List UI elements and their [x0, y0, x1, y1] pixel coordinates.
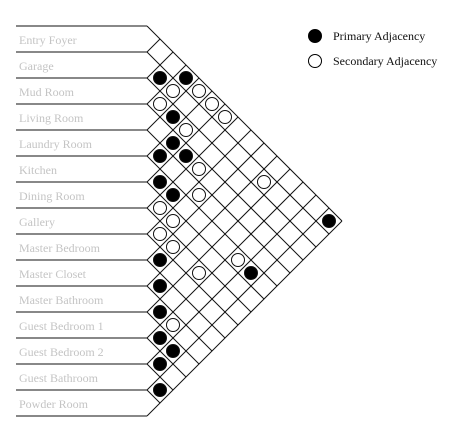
grid-line: [146, 129, 252, 235]
legend-primary-swatch: [308, 29, 322, 43]
primary-adjacency-marker: [179, 71, 193, 85]
primary-adjacency-marker: [153, 149, 167, 163]
room-label: Garage: [19, 59, 54, 73]
primary-adjacency-marker: [322, 214, 336, 228]
primary-adjacency-marker: [179, 149, 193, 163]
room-label: Guest Bedroom 2: [19, 345, 104, 359]
grid-line: [146, 220, 343, 417]
grid-line: [146, 285, 213, 352]
secondary-adjacency-marker: [192, 266, 206, 280]
grid-line: [146, 38, 161, 53]
grid-line: [146, 233, 239, 326]
grid-line: [146, 207, 330, 391]
primary-adjacency-marker: [153, 331, 167, 345]
primary-adjacency-marker: [153, 383, 167, 397]
room-label: Powder Room: [19, 397, 89, 411]
secondary-adjacency-marker: [192, 188, 206, 202]
room-label: Mud Room: [19, 85, 75, 99]
secondary-adjacency-marker: [257, 175, 271, 189]
secondary-adjacency-marker: [166, 214, 180, 228]
secondary-adjacency-marker: [192, 84, 206, 98]
grid-line: [146, 64, 187, 105]
grid-line: [146, 181, 304, 339]
grid-line: [146, 168, 291, 313]
grid-line: [146, 90, 213, 157]
grid-line: [146, 77, 200, 131]
primary-adjacency-marker: [166, 188, 180, 202]
room-label: Master Bathroom: [19, 293, 104, 307]
grid-line: [146, 337, 187, 378]
room-label: Master Closet: [19, 267, 87, 281]
secondary-adjacency-marker: [179, 123, 193, 137]
grid-line: [146, 389, 161, 404]
room-label: Living Room: [19, 111, 84, 125]
primary-adjacency-marker: [153, 175, 167, 189]
grid-line: [146, 77, 317, 248]
grid-line: [146, 194, 317, 365]
grid-line: [146, 181, 265, 300]
grid-line: [146, 155, 278, 287]
primary-adjacency-marker: [166, 344, 180, 358]
room-label: Laundry Room: [19, 137, 93, 151]
secondary-adjacency-marker: [231, 253, 245, 267]
room-label: Master Bedroom: [19, 241, 101, 255]
legend: Primary Adjacency Secondary Adjacency: [308, 29, 437, 68]
grid-line: [146, 25, 343, 222]
secondary-adjacency-marker: [153, 227, 167, 241]
legend-primary-label: Primary Adjacency: [333, 29, 425, 43]
room-label: Guest Bathroom: [19, 371, 99, 385]
secondary-adjacency-marker: [205, 97, 219, 111]
room-label: Kitchen: [19, 163, 57, 177]
legend-secondary-label: Secondary Adjacency: [333, 54, 437, 68]
primary-adjacency-marker: [153, 253, 167, 267]
adjacency-markers: [153, 71, 336, 397]
secondary-adjacency-marker: [218, 110, 232, 124]
grid-line: [146, 129, 291, 274]
primary-adjacency-marker: [153, 305, 167, 319]
room-label: Gallery: [19, 215, 55, 229]
primary-adjacency-marker: [166, 110, 180, 124]
legend-secondary-swatch: [308, 54, 322, 68]
secondary-adjacency-marker: [166, 84, 180, 98]
primary-adjacency-marker: [153, 279, 167, 293]
secondary-adjacency-marker: [166, 318, 180, 332]
primary-adjacency-marker: [153, 71, 167, 85]
matrix-grid: [146, 25, 343, 417]
secondary-adjacency-marker: [153, 97, 167, 111]
primary-adjacency-marker: [153, 357, 167, 371]
grid-line: [146, 51, 174, 79]
room-label: Entry Foyer: [19, 33, 77, 47]
room-label: Guest Bedroom 1: [19, 319, 104, 333]
secondary-adjacency-marker: [166, 240, 180, 254]
room-label: Dining Room: [19, 189, 85, 203]
secondary-adjacency-marker: [153, 201, 167, 215]
grid-line: [146, 103, 226, 183]
grid-line: [146, 116, 239, 209]
grid-line: [146, 142, 265, 261]
primary-adjacency-marker: [244, 266, 258, 280]
primary-adjacency-marker: [166, 136, 180, 150]
secondary-adjacency-marker: [192, 162, 206, 176]
